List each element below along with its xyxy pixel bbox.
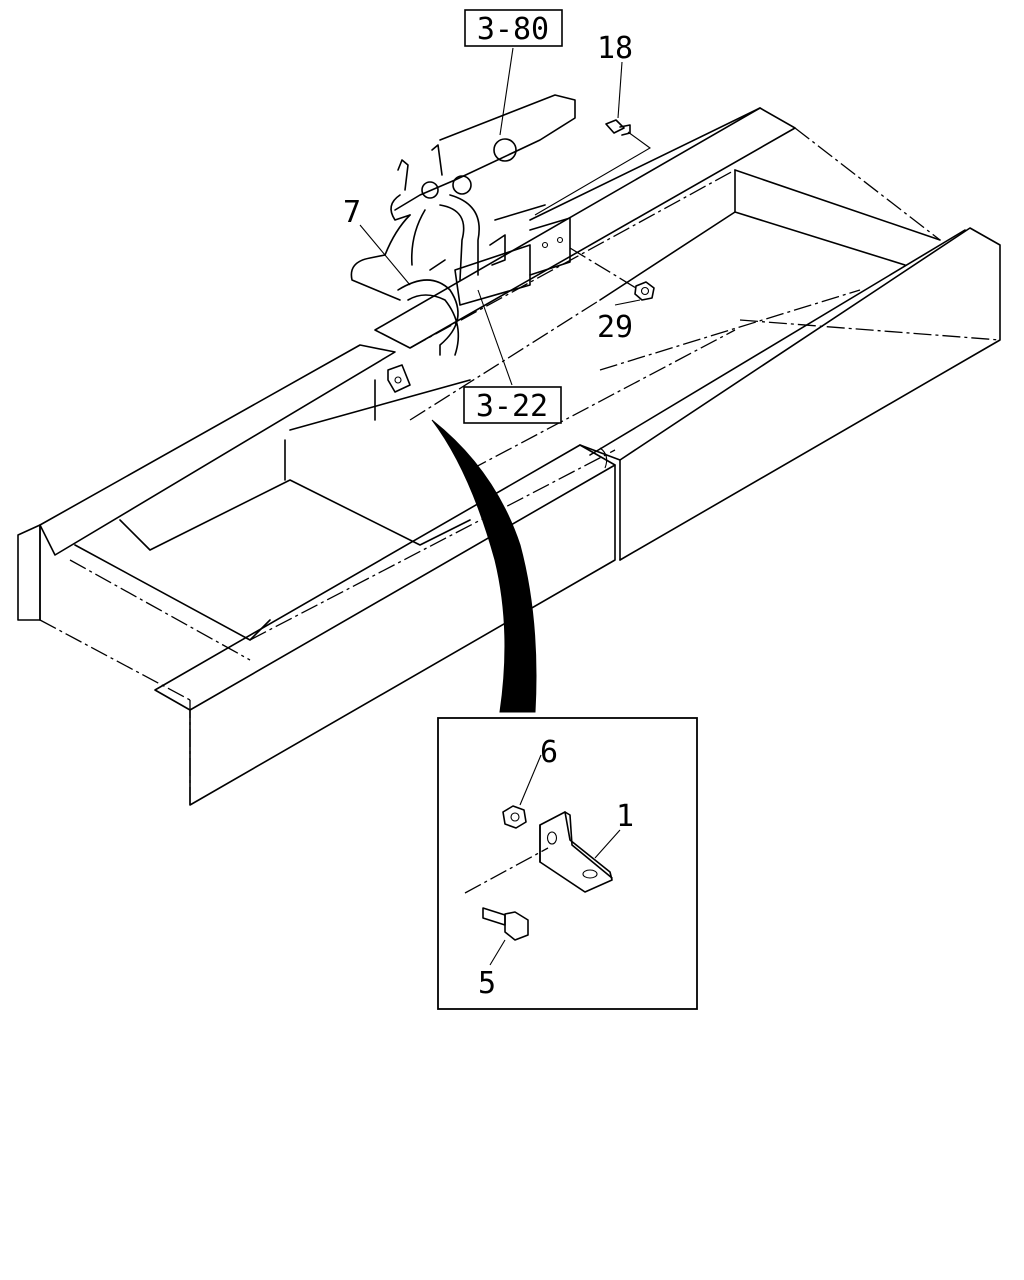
bolt-18-icon xyxy=(534,119,652,216)
valve-assembly xyxy=(350,94,576,356)
detail-callout-arrow xyxy=(431,419,537,713)
frame-rail-lower xyxy=(17,227,1001,806)
part-6-label: 6 xyxy=(540,735,558,770)
rail-bracket xyxy=(387,364,411,393)
part-18-label: 18 xyxy=(597,31,633,66)
frame-rail-upper xyxy=(374,107,941,349)
frame-hidden-lines xyxy=(39,127,1001,805)
bolt-5-icon xyxy=(464,847,549,966)
nut-29-icon xyxy=(569,247,655,301)
ref-box-3-80: 3-80 xyxy=(464,9,563,47)
ref-box-3-22: 3-22 xyxy=(463,386,562,424)
ref-3-80-label: 3-80 xyxy=(477,12,549,47)
leader-lines xyxy=(359,47,641,386)
part-7-label: 7 xyxy=(343,195,361,230)
cross-members xyxy=(74,211,736,641)
bracket-1-icon xyxy=(539,811,621,893)
detail-inset: 6 1 5 xyxy=(437,717,698,1010)
nut-6-icon xyxy=(502,754,542,829)
ref-3-22-label: 3-22 xyxy=(476,389,548,424)
part-5-label: 5 xyxy=(478,966,496,1001)
part-29-label: 29 xyxy=(597,310,633,345)
part-1-label: 1 xyxy=(616,799,634,834)
